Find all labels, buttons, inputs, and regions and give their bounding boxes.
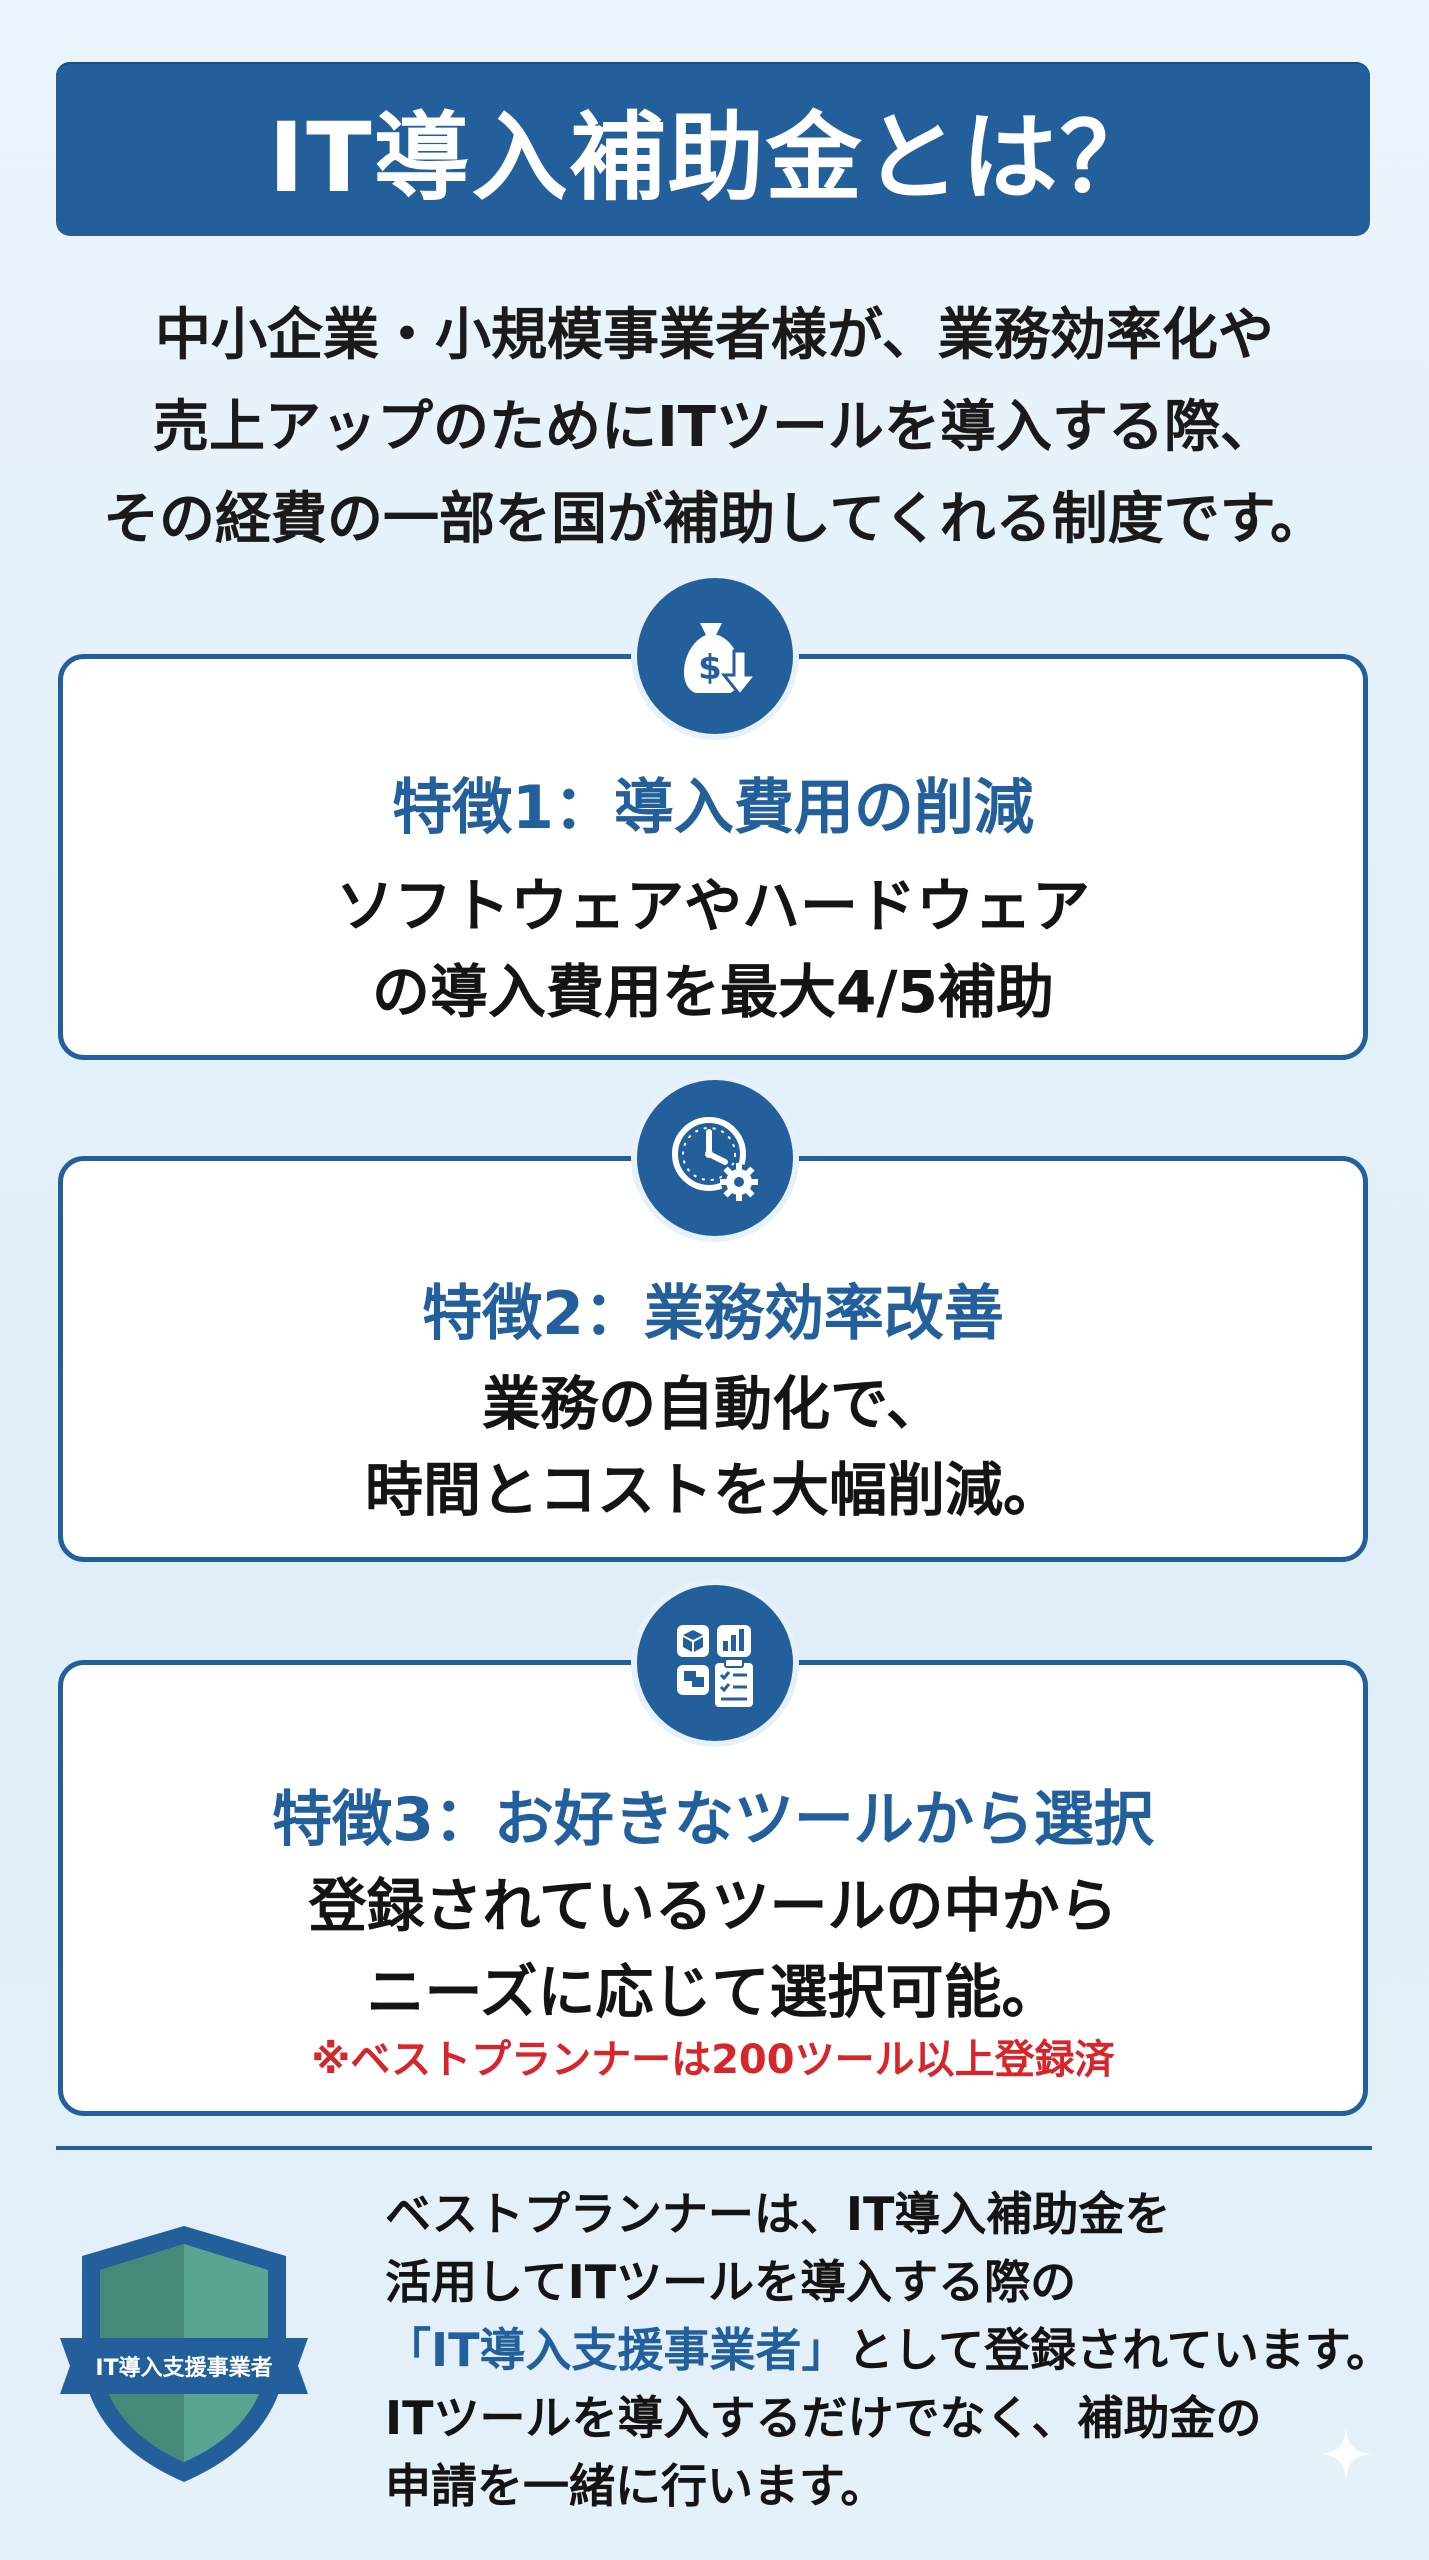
- bottom-description: ベストプランナーは、IT導入補助金を 活用してITツールを導入する際の 「IT導…: [385, 2180, 1392, 2520]
- shield-icon: IT導入支援事業者: [54, 2220, 314, 2490]
- bottom-line: 活用してITツールを導入する際の: [385, 2255, 1077, 2309]
- shield-label: IT導入支援事業者: [95, 2356, 273, 2381]
- feature-body: ソフトウェアやハードウェア の導入費用を最大4/5補助: [63, 863, 1363, 1035]
- svg-text:$: $: [698, 648, 722, 688]
- feature-body-line: 時間とコストを大幅削減。: [364, 1456, 1061, 1524]
- bottom-line-rest: として登録されています。: [847, 2323, 1393, 2377]
- bottom-line: 申請を一緒に行います。: [385, 2459, 887, 2513]
- feature-body-line: 業務の自動化で、: [482, 1370, 944, 1438]
- tools-icon: [637, 1585, 793, 1741]
- intro-line: 中小企業・小規模事業者様が、業務効率化や: [155, 303, 1274, 368]
- feature-body-line: 登録されているツールの中から: [308, 1872, 1118, 1940]
- title-banner: IT導入補助金とは？: [56, 62, 1370, 236]
- feature-body: 登録されているツールの中から ニーズに応じて選択可能。: [63, 1863, 1363, 2035]
- bottom-line: ベストプランナーは、IT導入補助金を: [385, 2187, 1171, 2241]
- bottom-line: ITツールを導入するだけでなく、補助金の: [385, 2391, 1262, 2445]
- intro-line: 売上アップのためにITツールを導入する際、: [152, 395, 1277, 460]
- bottom-line: 「IT導入支援事業者」として登録されています。: [385, 2316, 1392, 2384]
- feature-body-line: ニーズに応じて選択可能。: [366, 1958, 1060, 2026]
- section-divider: [56, 2146, 1372, 2150]
- page-title: IT導入補助金とは？: [268, 101, 1158, 214]
- feature-heading: 特徴2：業務効率改善: [422, 1279, 1004, 1349]
- feature-body: 業務の自動化で、 時間とコストを大幅削減。: [63, 1361, 1363, 1533]
- feature-body-line: ソフトウェアやハードウェア: [335, 872, 1090, 940]
- highlight-text: 「IT導入支援事業者」: [385, 2323, 848, 2377]
- feature-body-line: の導入費用を最大4/5補助: [372, 958, 1054, 1026]
- feature-heading: 特徴1：導入費用の削減: [392, 773, 1034, 843]
- feature-heading: 特徴3：お好きなツールから選択: [272, 1785, 1154, 1855]
- intro-line: その経費の一部を国が補助してくれる制度です。: [102, 487, 1327, 552]
- feature-note: ※ベストプランナーは200ツール以上登録済: [311, 2037, 1115, 2083]
- sparkle-icon: [1320, 2428, 1372, 2480]
- clock-gear-icon: [637, 1080, 793, 1236]
- money-bag-icon: $: [637, 578, 793, 734]
- intro-text: 中小企業・小規模事業者様が、業務効率化や 売上アップのためにITツールを導入する…: [40, 290, 1389, 566]
